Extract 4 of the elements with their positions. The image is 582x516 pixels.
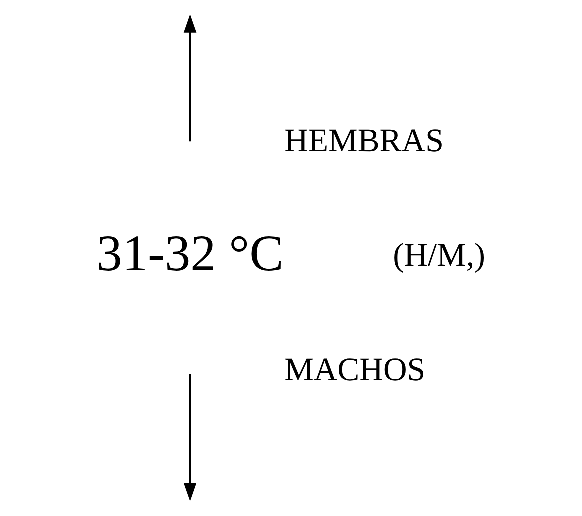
label: MACHOS	[284, 352, 426, 389]
node-text: 31-32 °C	[96, 226, 284, 283]
label: HEMBRAS	[284, 124, 444, 160]
label: (H/M,)	[393, 238, 486, 274]
